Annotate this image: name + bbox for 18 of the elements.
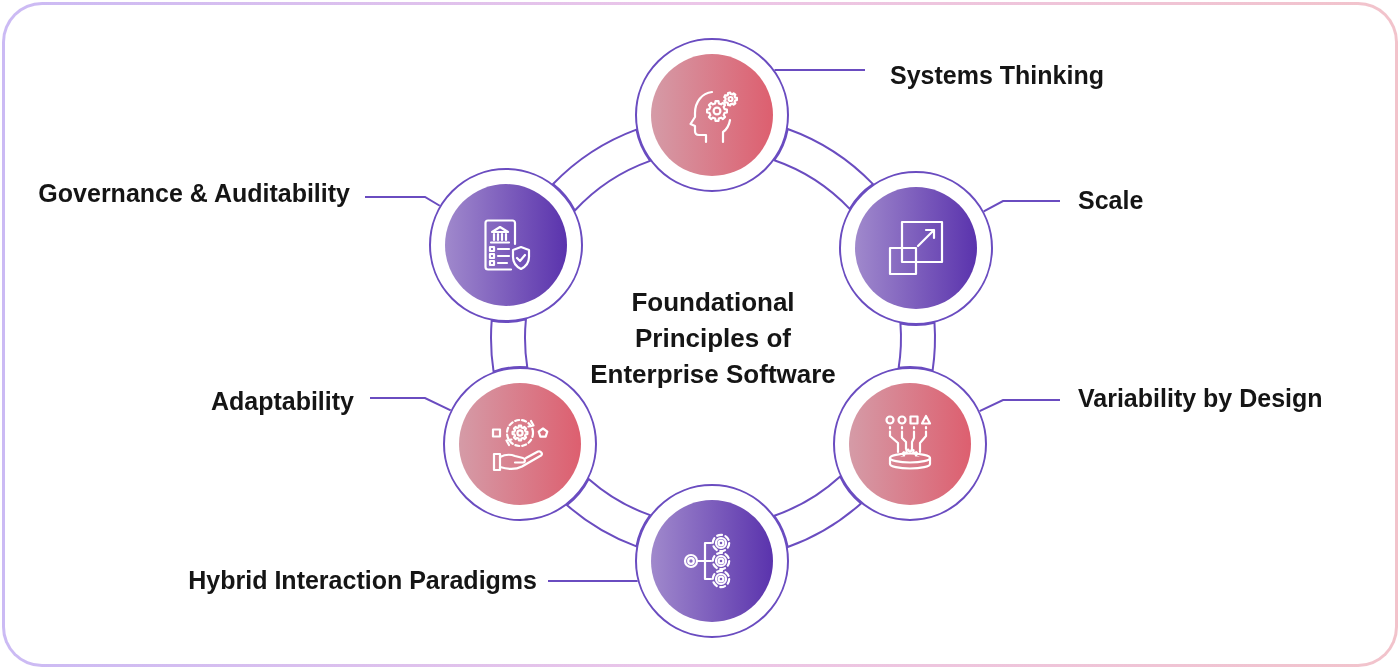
ring-band-segment	[565, 477, 652, 548]
principle-label: Governance & Auditability	[38, 178, 350, 208]
leader-line	[982, 200, 1061, 213]
ring-band-segment	[773, 127, 874, 210]
ring-band-segment	[490, 318, 529, 373]
principle-label: Adaptability	[210, 386, 354, 416]
ring-band-segment	[897, 321, 936, 372]
principle-label: Scale	[1078, 185, 1144, 215]
leader-line	[773, 69, 866, 71]
leader-line	[369, 397, 452, 412]
leader-line	[364, 196, 441, 207]
ring-band-segment	[552, 128, 652, 212]
principle-label: Variability by Design	[1078, 383, 1323, 413]
leader-line	[978, 399, 1061, 413]
ring-band-segment	[773, 475, 863, 549]
principle-label: Systems Thinking	[890, 60, 1104, 90]
center-title: Foundational Principles of Enterprise Software	[589, 286, 837, 391]
principle-label: Hybrid Interaction Paradigms	[188, 565, 537, 595]
